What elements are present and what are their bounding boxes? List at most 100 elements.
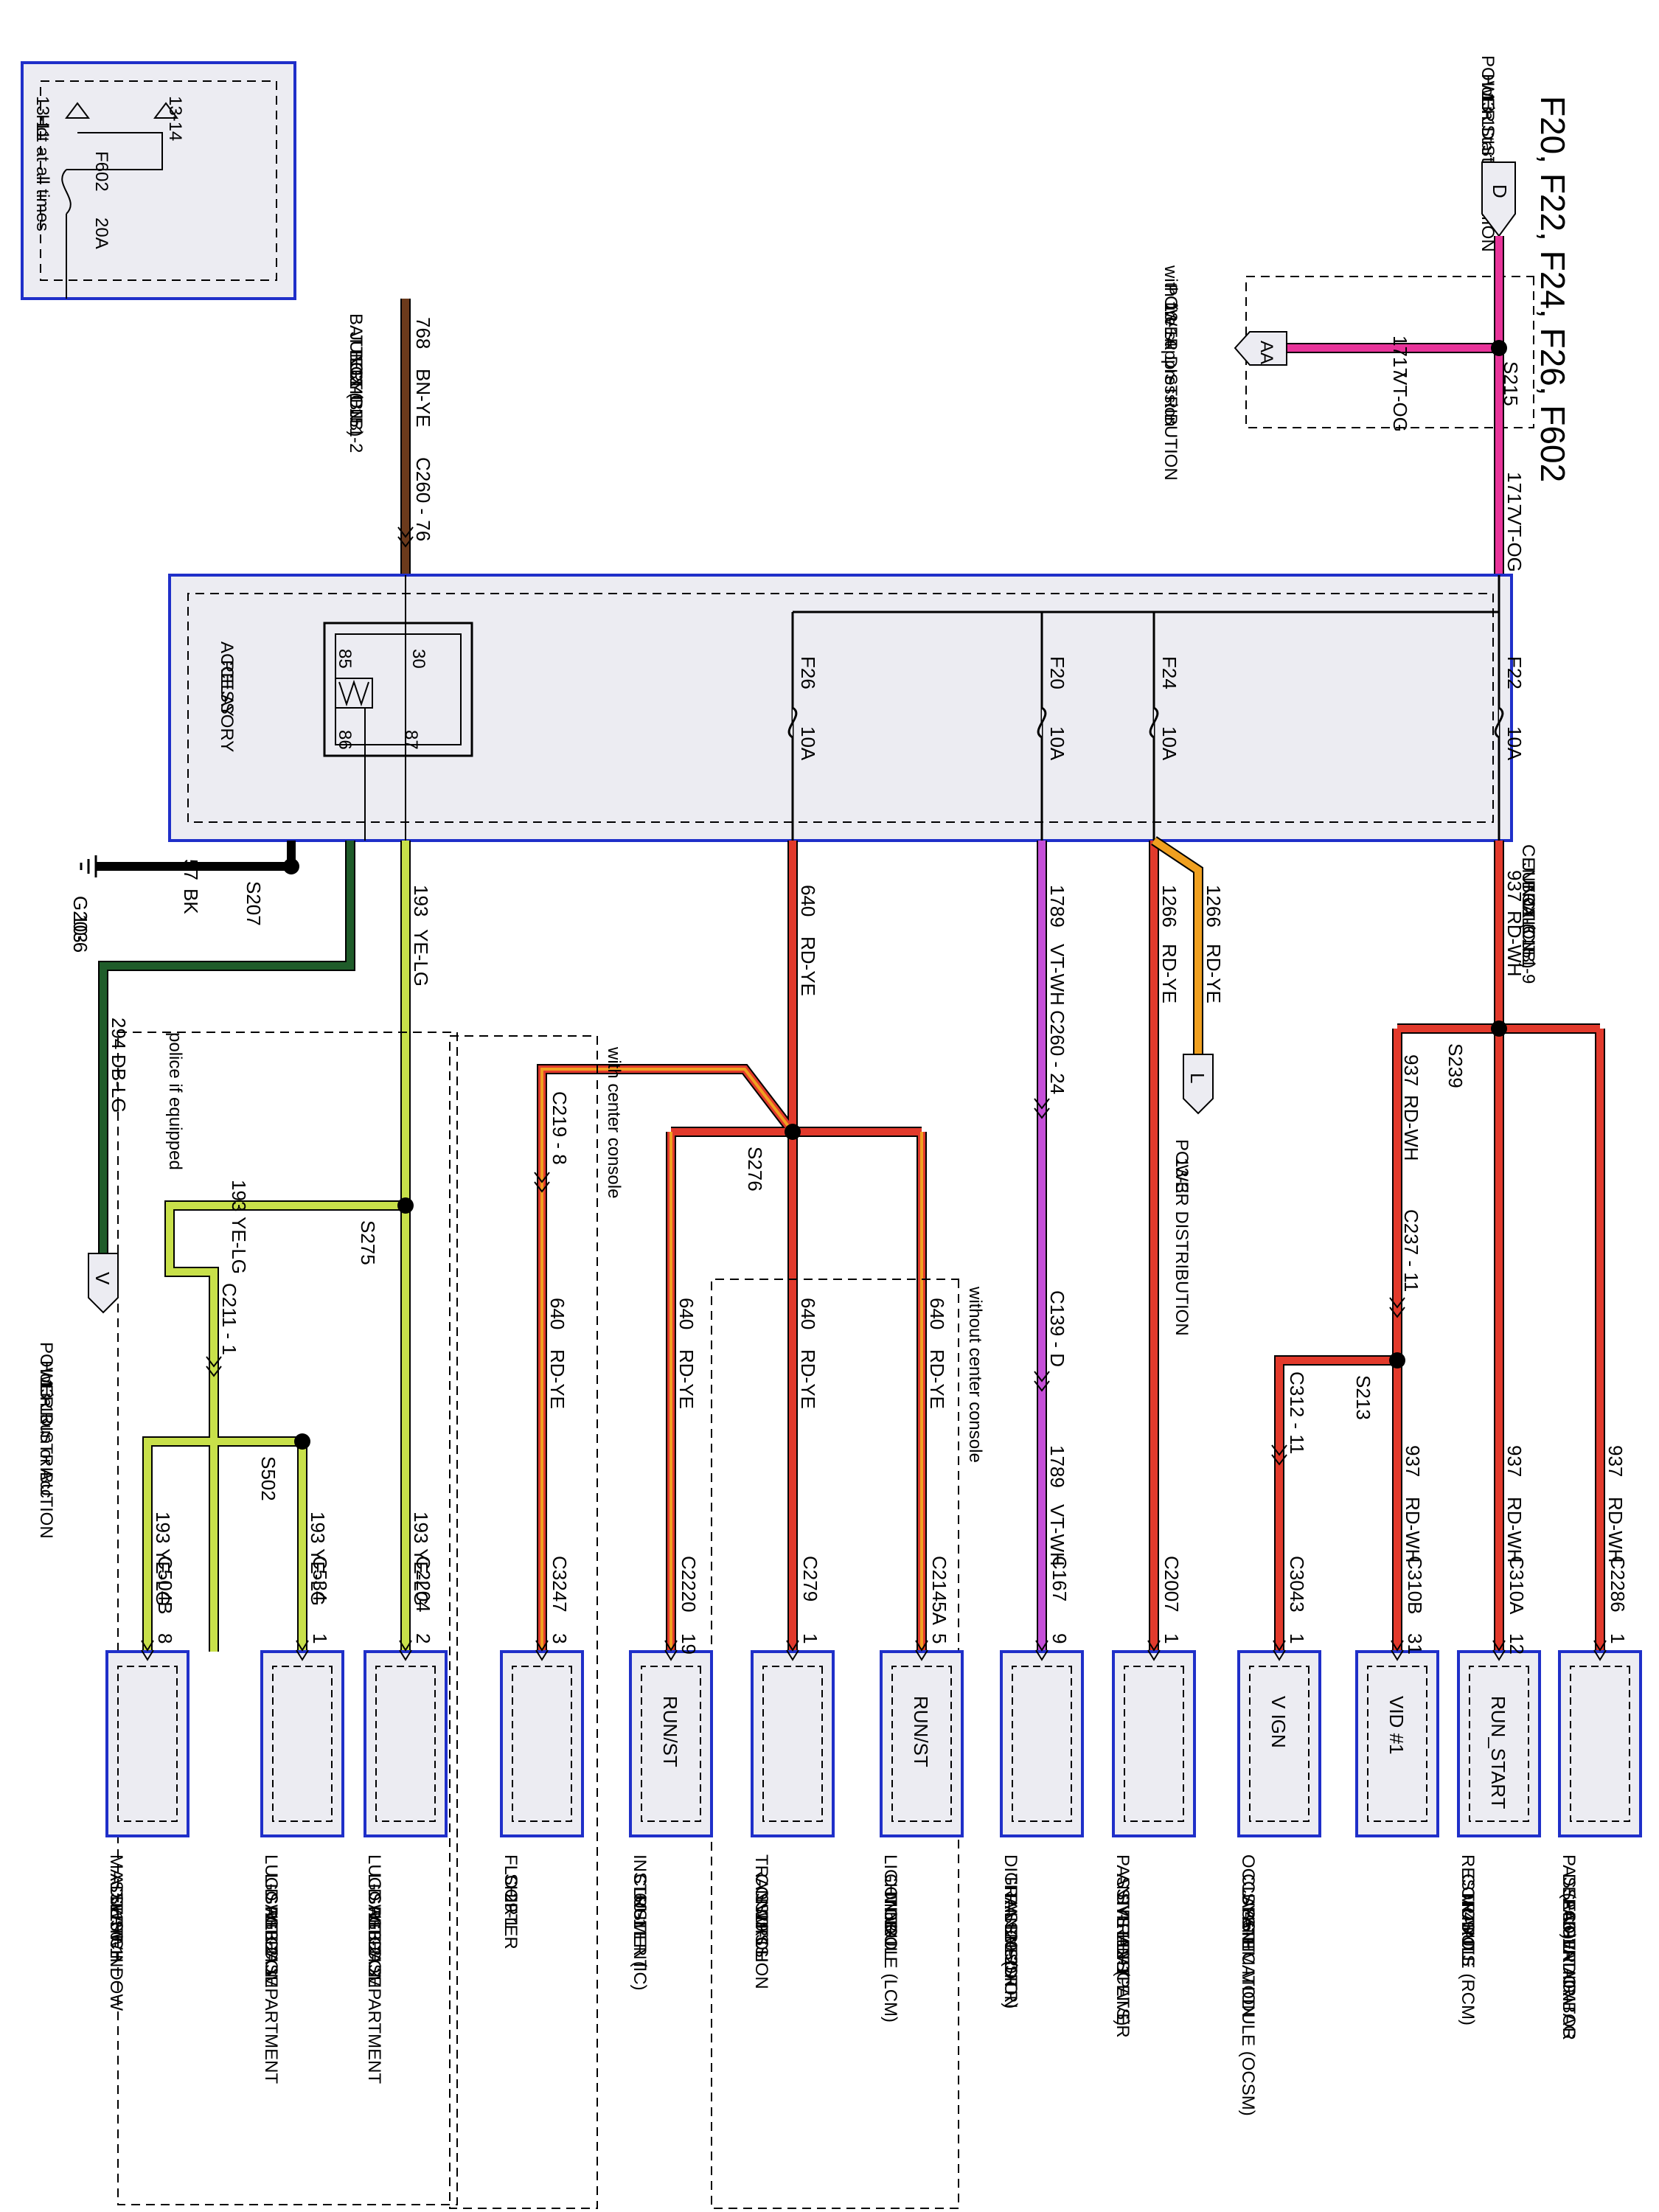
wire-193-circuit: 193 — [410, 1512, 432, 1543]
cjb-name-line: BOX (CJB) — [1518, 881, 1538, 969]
police-region — [117, 1032, 458, 2205]
module-name-line: LIGHTING — [880, 1854, 900, 1938]
module-name-line: 46-1 — [1238, 1912, 1258, 1947]
splice-s276-label: S276 — [744, 1147, 766, 1192]
connector-icon — [1035, 1640, 1048, 1661]
bjb-inner — [40, 80, 277, 281]
fire-color: VT-OG — [1389, 372, 1411, 432]
cjb-name-line: JUNCTION — [1518, 863, 1538, 952]
wire-193 — [144, 841, 409, 1652]
relay-outer — [323, 622, 473, 757]
module-inner — [117, 1666, 178, 1822]
note-police: police if equipped — [165, 1032, 185, 1170]
power-d-tag — [1481, 161, 1516, 237]
module-box — [629, 1650, 713, 1837]
module-name-line: 46-1 — [1559, 1912, 1579, 1947]
splice-s275 — [397, 1197, 414, 1214]
module-pin: 9 — [1048, 1633, 1071, 1644]
module-pin: 8 — [154, 1633, 176, 1644]
module-name-line: 29-1 — [751, 1912, 771, 1947]
connector-icon — [397, 526, 414, 548]
module-name-line: TRANSMISSION — [1001, 1874, 1020, 2008]
ground-ref: 10-6 — [69, 914, 91, 953]
circuit-294: 294 DB-LG V POWER DISTRIBUTION Hot in Ru… — [36, 841, 355, 1539]
module-name-line: SWITCH — [106, 1893, 126, 1963]
module-name-line: INSTRUMENT — [630, 1854, 650, 1971]
fuse-f20-name: F20 — [1046, 656, 1068, 689]
module-box — [1558, 1650, 1642, 1837]
module-inner-label: RUN_START — [1487, 1696, 1509, 1809]
module-pin: 1 — [1161, 1633, 1183, 1644]
circuit-193: S275 S502 193 YE-LG 193 YE-LG C211 - 1 p… — [142, 841, 432, 1652]
wire-937 — [1276, 1357, 1397, 1652]
module-connector: C279 — [799, 1556, 821, 1601]
ground-g203: G203 — [69, 896, 91, 943]
splice-s275-label: S275 — [357, 1220, 379, 1265]
fuse-f22-name: F22 — [1503, 656, 1526, 689]
module-box — [260, 1650, 344, 1837]
fuse-f24: F24 10A — [1149, 612, 1180, 841]
fuse-icon — [1037, 706, 1047, 739]
module-name-line: LUGGAGE COMPARTMENT — [261, 1854, 281, 2084]
wire-937-circuit: 937 — [1604, 1445, 1627, 1477]
connector-c260-76: C260 - 76 — [412, 457, 434, 541]
wire-640-circuit: 640 — [926, 1298, 948, 1329]
fuse-f24-name: F24 — [1158, 656, 1180, 689]
module-name-line: MASTER WINDOW — [106, 1854, 126, 2011]
fuse-f26-amps: 10A — [797, 726, 819, 761]
fuse-f22-amps: 10A — [1503, 726, 1526, 761]
bjb-fuse: F602 — [91, 151, 111, 192]
module-name-line: (PAD) INDICATOR — [1559, 1893, 1579, 2040]
connector-icon — [206, 1356, 222, 1377]
module-name-line: PASSENGER AIR BAG — [1559, 1854, 1579, 2039]
module-name-line: 29-1 — [501, 1893, 521, 1928]
module-name-line: CLASSIFICATION — [1238, 1874, 1258, 2018]
diagram-title: F20, F22, F24, F26, F602 — [1534, 96, 1572, 482]
splice-s207-label: S207 — [243, 881, 265, 926]
wire-294 — [100, 841, 354, 1253]
module-name-line: CONTROL — [880, 1874, 900, 1960]
fire-line: 13-14 — [1161, 302, 1180, 347]
module-inner — [1012, 1666, 1072, 1822]
wire-57-color: BK — [180, 888, 202, 914]
module-inner — [512, 1666, 572, 1822]
wire-193-circuit: 193 — [410, 885, 432, 917]
module-pin: 1 — [309, 1633, 331, 1644]
note-with-center-console: with center console — [604, 1046, 624, 1198]
connector-c211-1: C211 - 1 — [218, 1283, 240, 1355]
splice-s215-label: S215 — [1500, 361, 1522, 406]
module-name-line: SYSTEM (PATS) — [1113, 1893, 1133, 2025]
wire-937-color: RD-WH — [1604, 1497, 1627, 1563]
note-without-center-console: without center console — [965, 1286, 985, 1463]
module-pin: 1 — [1286, 1633, 1308, 1644]
module-box — [1000, 1650, 1084, 1837]
power-v-line: 13-13 — [36, 1379, 56, 1424]
module-name-line: SENSOR — [1001, 1912, 1020, 1986]
connector-icon — [1391, 1640, 1404, 1661]
module-name-line: LID RELEASE — [364, 1874, 384, 1988]
connector-icon — [786, 1640, 799, 1661]
wire-640-circuit: 640 — [797, 885, 819, 917]
module-name-line: SYSTEM MODULE (OCSM) — [1238, 1893, 1258, 2116]
power-l-letter: L — [1186, 1073, 1208, 1083]
fuse-f20: F20 10A — [1037, 612, 1068, 841]
splice-s276 — [785, 1124, 801, 1140]
connector-icon — [1593, 1640, 1607, 1661]
wire-937-circuit: 937 — [1402, 1445, 1424, 1477]
accessory-relay: 30 85 86 87 ACCESSORY RELAY — [217, 575, 473, 841]
circuit-57: S207 57 BK G203 10-6 — [69, 841, 299, 953]
wire-937-color: RD-WH — [1402, 1497, 1424, 1563]
module-inner — [1469, 1666, 1529, 1822]
module-name-line: 29-2 — [1001, 1931, 1020, 1966]
power-d-line: 13-1 — [1478, 92, 1498, 128]
module-name-line: 113-2 — [364, 1912, 384, 1956]
wire-193-circuit: 193 — [152, 1512, 174, 1543]
connector-c219-8: C219 - 8 — [549, 1091, 571, 1165]
wire-193-color: YE-LG — [410, 1548, 432, 1606]
bjb-name-line: BOX (BJB) — [346, 350, 366, 437]
module-connector: C3247 — [549, 1556, 571, 1613]
module-inner — [375, 1666, 436, 1822]
